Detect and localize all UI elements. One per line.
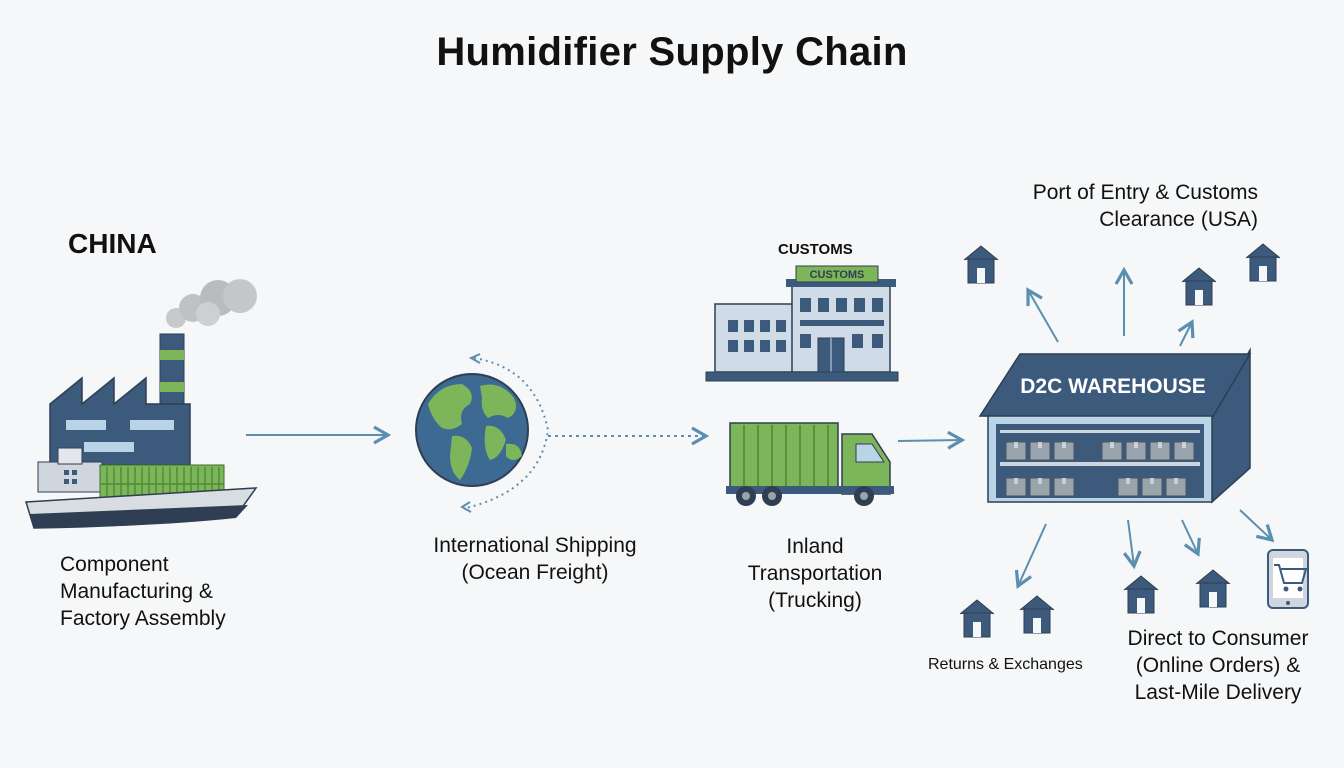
shipping-label: International Shipping (Ocean Freight)	[433, 534, 637, 584]
house-icon	[1123, 575, 1159, 614]
globe-icon	[415, 353, 550, 513]
house-icon	[1019, 595, 1055, 634]
customs-caption: CUSTOMS	[778, 241, 853, 258]
smoke-icon	[166, 279, 257, 328]
house-icon	[1195, 569, 1231, 608]
warehouse-icon: D2C WAREHOUSE	[978, 347, 1252, 504]
origin-country-label: CHINA	[68, 228, 157, 259]
port-distribution-arrows	[1026, 266, 1195, 347]
flow-arrow-trucking-to-warehouse	[897, 430, 966, 450]
diagram-title: Humidifier Supply Chain	[436, 30, 908, 74]
returns-label: Returns & Exchanges	[928, 656, 1083, 673]
customs-sign: CUSTOMS	[810, 269, 865, 281]
trucking-label: Inland Transportation (Trucking)	[747, 535, 883, 612]
delivery-distribution-arrows	[1014, 509, 1275, 589]
house-icon	[1181, 267, 1217, 306]
direct-to-consumer-label: Direct to Consumer (Online Orders) & Las…	[1127, 627, 1309, 704]
smartphone-cart-icon	[1267, 549, 1309, 609]
factory-ship-icon	[25, 279, 258, 529]
port-of-entry-label: Port of Entry & Customs Clearance (USA)	[1032, 181, 1258, 231]
warehouse-label: D2C WAREHOUSE	[1020, 375, 1206, 398]
house-icon	[963, 245, 999, 284]
house-icon	[959, 599, 995, 638]
customs-building-icon: CUSTOMS	[705, 265, 899, 382]
house-icon	[1245, 243, 1281, 282]
manufacturing-label: Component Manufacturing & Factory Assemb…	[60, 553, 226, 630]
truck-icon	[726, 422, 894, 506]
